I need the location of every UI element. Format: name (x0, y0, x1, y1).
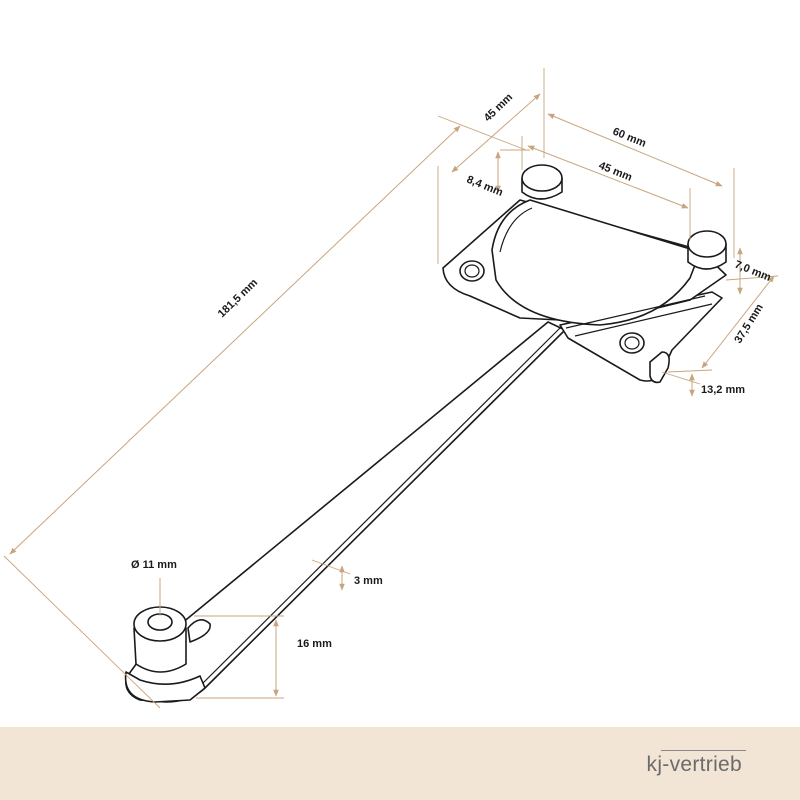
rotating-disk (491, 199, 701, 326)
dim-plate-width-label: 45 mm (482, 91, 516, 124)
brand-name: kj-vertrieb (646, 753, 742, 776)
dimension-lines (3, 68, 779, 709)
dim-plate-depth-label: 60 mm (611, 126, 648, 150)
mounting-hole-left-inner (464, 264, 480, 278)
technical-drawing: 181,5 mm 45 mm 60 mm 45 mm 8,4 mm 7,0 mm… (3, 68, 779, 709)
mounting-hole-right (619, 332, 645, 354)
dim-bolt-diameter-label: Ø 11 mm (131, 559, 177, 571)
dim-plate-depth-line (547, 113, 723, 187)
dimension-labels: 181,5 mm 45 mm 60 mm 45 mm 8,4 mm 7,0 mm… (131, 91, 773, 650)
pin-right-top (687, 230, 727, 258)
bolt-bore (147, 613, 173, 631)
dim-arm-thickness-label: 3 mm (354, 575, 383, 587)
dim-length-line (9, 125, 461, 555)
hinge-arm (124, 321, 566, 703)
dim-arm-height-label: 16 mm (297, 638, 332, 650)
pin-left-top (521, 164, 563, 192)
dim-pin-spacing-line (527, 145, 689, 209)
plate-step (565, 295, 713, 337)
dim-plate-height-line (701, 275, 775, 369)
latch-tab (649, 351, 670, 384)
hinge-part (124, 164, 727, 703)
brand-overline (660, 750, 746, 751)
bolt-base (124, 671, 206, 703)
dim-length-label: 181,5 mm (216, 277, 261, 321)
dim-plate-width-line (451, 93, 541, 173)
brand-logo: kj-vertrieb (646, 750, 746, 777)
footer-band: kj-vertrieb (0, 727, 800, 800)
dim-pin-offset-label: 8,4 mm (465, 174, 505, 199)
dim-plate-thickness-label: 13,2 mm (701, 384, 745, 396)
mounting-hole-left (459, 260, 485, 282)
disk-rim (499, 207, 533, 253)
bolt-ear (187, 619, 211, 643)
dim-pin-height-label: 7,0 mm (733, 259, 773, 284)
arm-edge-line (195, 327, 561, 691)
mounting-hole-right-inner (624, 336, 640, 350)
